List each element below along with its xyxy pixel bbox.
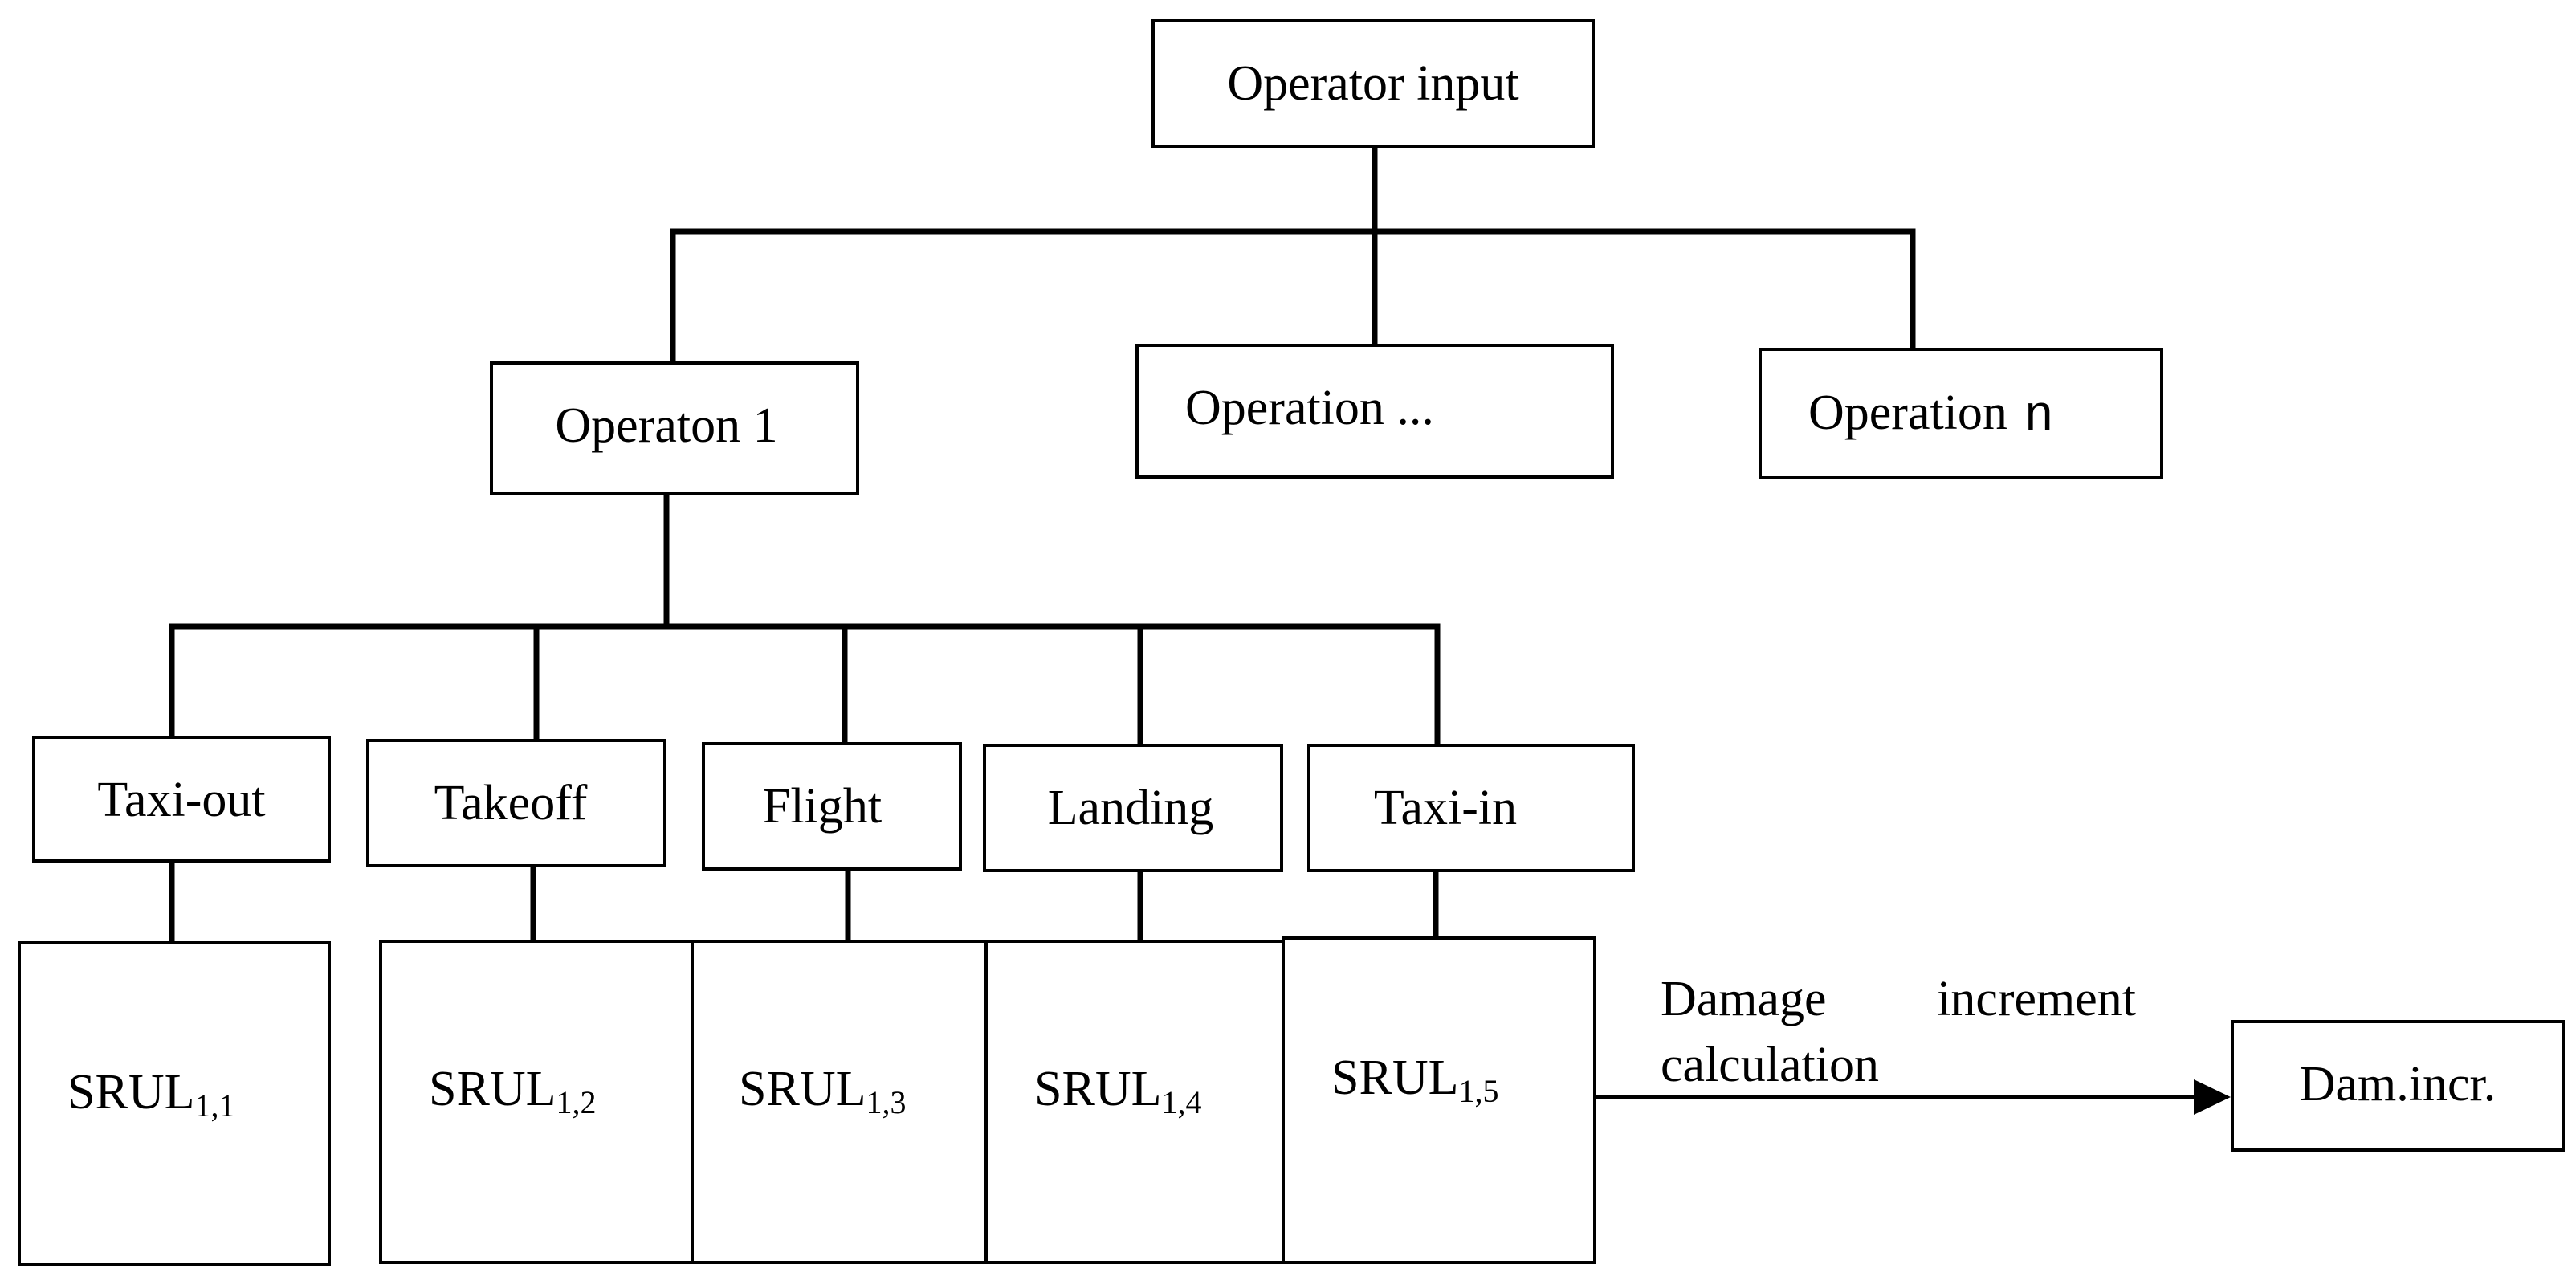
node-phase-flight: Flight [702, 742, 962, 871]
node-srul-1-1: SRUL1,1 [18, 941, 331, 1266]
phase-takeoff-label: Takeoff [434, 776, 588, 830]
operation-n-word: Operation [1808, 386, 2007, 440]
srul-subscript: 1,1 [194, 1087, 234, 1124]
operation-1-label: Operaton 1 [555, 398, 777, 453]
node-damage-output: Dam.incr. [2231, 1020, 2565, 1152]
damage-output-label: Dam.incr. [2300, 1057, 2497, 1112]
node-operation-1: Operaton 1 [490, 361, 859, 495]
srul-base: SRUL [429, 1062, 556, 1116]
damage-label-word-increment: increment [1937, 972, 2136, 1026]
srul-1-4-label: SRUL1,4 [1034, 1062, 1201, 1120]
srul-base: SRUL [739, 1062, 866, 1116]
node-phase-taxi-out: Taxi-out [32, 736, 331, 863]
damage-label-word-damage: Damage [1661, 972, 1827, 1026]
node-operation-mid: Operation ... [1135, 344, 1614, 479]
node-operator-input: Operator input [1151, 19, 1595, 148]
srul-subscript: 1,3 [866, 1084, 906, 1120]
phase-taxi-in-label: Taxi-in [1374, 781, 1517, 835]
damage-increment-arrow [1595, 1079, 2231, 1115]
operator-input-label: Operator input [1227, 56, 1518, 111]
srul-subscript: 1,2 [556, 1084, 596, 1120]
srul-1-1-label: SRUL1,1 [67, 1065, 234, 1124]
srul-subscript: 1,5 [1458, 1073, 1498, 1109]
srul-base: SRUL [1331, 1050, 1458, 1105]
operation-n-letter: n [2025, 386, 2052, 441]
operation-n-label: Operation n [1808, 386, 2052, 441]
node-srul-1-3: SRUL1,3 [691, 940, 988, 1264]
srul-1-2-label: SRUL1,2 [429, 1062, 596, 1120]
node-phase-landing: Landing [983, 744, 1283, 872]
srul-1-5-label: SRUL1,5 [1331, 1050, 1498, 1109]
phase-taxi-out-label: Taxi-out [97, 773, 265, 827]
damage-label-line2: calculation [1661, 1038, 1879, 1092]
srul-base: SRUL [1034, 1062, 1161, 1116]
srul-base: SRUL [67, 1065, 194, 1120]
srul-1-3-label: SRUL1,3 [739, 1062, 906, 1120]
srul-subscript: 1,4 [1161, 1084, 1201, 1120]
node-srul-1-4: SRUL1,4 [984, 940, 1285, 1264]
operation-mid-label: Operation ... [1185, 381, 1434, 435]
phase-flight-label: Flight [763, 779, 882, 834]
node-srul-1-5: SRUL1,5 [1282, 936, 1596, 1264]
node-operation-n: Operation n [1759, 348, 2163, 479]
node-phase-takeoff: Takeoff [366, 739, 666, 867]
node-srul-1-2: SRUL1,2 [379, 940, 694, 1264]
connector-lines [169, 143, 1916, 946]
node-phase-taxi-in: Taxi-in [1307, 744, 1635, 872]
phase-landing-label: Landing [1048, 781, 1214, 835]
arrowhead-icon [2194, 1079, 2231, 1115]
